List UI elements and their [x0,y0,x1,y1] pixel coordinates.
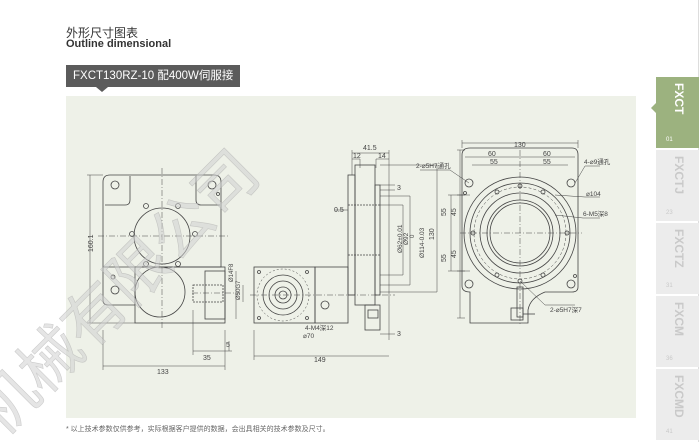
tab-page: 31 [666,283,673,289]
dim-h: 130 [429,228,436,240]
dim-h45a: 45 [451,208,458,216]
tab-label: FXCMD [672,375,686,418]
dim-d2-tol: 0 [410,234,416,238]
dim-step: 3 [397,185,401,192]
tab-page: 23 [666,210,673,216]
watermark: 机械有限公司 [0,138,273,442]
middle-view [250,150,438,360]
dim-gap: 5 [226,342,230,349]
section-title-cn: 外形尺寸图表 [66,26,139,40]
dim-w60a: 60 [488,151,496,158]
note-holes: 4-⌀9通孔 [584,157,611,166]
tab-page: 01 [666,137,673,143]
tab-label: FXCTZ [672,229,686,268]
side-tabs: FXCT 01 FXCTJ 23 FXCTZ 31 FXCM 36 FXCMD 41 [651,77,699,442]
dim-h55b: 55 [441,254,448,262]
tab-fxcmd[interactable]: FXCMD 41 [656,369,699,440]
dim-offset: 35 [203,355,211,362]
note-tapped: 6-M5深8 [583,209,608,218]
note-pcd: ⌀104 [586,191,601,198]
tab-label: FXCTJ [672,156,686,195]
dim-bore1: Ø14F8 [229,263,235,282]
dim-width: 133 [157,369,169,376]
dim-screws: 4-M4深12 [305,323,334,332]
dim-seg2: 14 [378,153,386,160]
tab-fxct[interactable]: FXCT 01 [651,77,699,148]
dim-d3: Ø114-0.03 [419,227,426,258]
tab-label: FXCM [672,302,686,336]
dim-length: 149 [314,357,326,364]
tab-page: 41 [666,429,673,435]
note-pin-top: 2-⌀5H7通孔 [416,161,451,170]
tab-label: FXCT [672,83,686,115]
tab-fxctz[interactable]: FXCTZ 31 [656,223,699,294]
dim-height: 160.1 [88,234,95,252]
dim-gap2: 0.5 [334,207,344,214]
left-view [87,168,244,370]
drawing-panel [66,96,636,418]
tab-page: 36 [666,356,673,362]
dim-bore2: Ø50G7 [236,280,242,300]
note-pin-bottom: 2-⌀5H7深7 [550,305,582,314]
dim-seg1: 12 [353,153,361,160]
right-view [420,140,600,325]
dim-flange: ⌀70 [303,333,315,340]
section-title-en: Outline dimensional [66,38,172,50]
dim-w60b: 60 [543,151,551,158]
dim-w55b: 55 [543,159,551,166]
tab-fxctj[interactable]: FXCTJ 23 [656,150,699,221]
dim-h55a: 55 [441,208,448,216]
footnote: * 以上技术参数仅供参考，实际根据客户提供的数据，会出具相关的技术参数及尺寸。 [66,426,330,433]
dim-d1: Ø62±0.01 [397,224,404,253]
dim-step2: 3 [397,331,401,338]
dim-top: 41.5 [363,145,377,152]
tab-fxcm[interactable]: FXCM 36 [656,296,699,367]
dim-d2: Ø92 [403,232,410,245]
dim-w55a: 55 [490,159,498,166]
dim-rw: 130 [514,142,526,149]
dim-h45b: 45 [451,250,458,258]
model-label: FXCT130RZ-10 配400W伺服接口 [66,65,240,104]
